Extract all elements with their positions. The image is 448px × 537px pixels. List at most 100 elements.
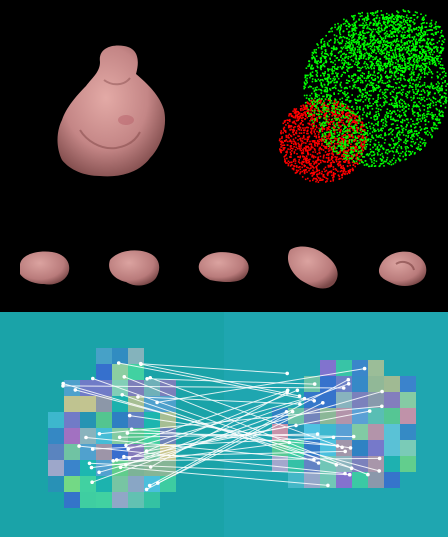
point-cloud-point	[408, 27, 411, 30]
point-cloud-point	[354, 120, 357, 123]
point-cloud-point	[445, 99, 447, 101]
point-cloud-point	[365, 22, 367, 24]
point-cloud-point	[343, 151, 345, 153]
point-cloud-point	[327, 107, 330, 110]
point-cloud-point	[305, 148, 307, 151]
point-cloud-point	[415, 79, 418, 81]
point-cloud-point	[345, 65, 348, 68]
point-cloud-point	[352, 54, 355, 57]
point-cloud-point	[398, 131, 401, 133]
point-cloud-point	[336, 101, 338, 103]
point-cloud-point	[403, 56, 405, 58]
point-cloud-point	[309, 180, 311, 182]
point-cloud-point	[372, 146, 374, 149]
point-cloud-point	[335, 108, 338, 110]
point-cloud-point	[372, 79, 374, 81]
point-cloud-point	[316, 61, 318, 63]
correspondence-line	[85, 437, 314, 461]
point-cloud-point	[289, 139, 292, 141]
point-cloud-point	[327, 153, 329, 155]
point-cloud-point	[379, 22, 381, 25]
point-cloud-point	[364, 136, 366, 139]
point-cloud-point	[302, 155, 304, 157]
point-cloud-point	[346, 79, 348, 81]
point-cloud-point	[346, 131, 349, 133]
correspondence-endpoint	[312, 399, 317, 403]
point-cloud-point	[357, 69, 359, 72]
point-cloud-point	[321, 72, 324, 74]
point-cloud-point	[379, 104, 381, 106]
point-cloud-point	[329, 88, 331, 90]
point-cloud-point	[359, 88, 361, 91]
point-cloud-point	[428, 25, 431, 28]
point-cloud-point	[331, 70, 334, 73]
point-cloud-point	[404, 146, 407, 148]
point-cloud-point	[320, 115, 322, 118]
point-cloud-point	[415, 93, 417, 95]
point-cloud-point	[374, 143, 377, 146]
point-cloud-point	[356, 46, 359, 48]
point-cloud-point	[340, 119, 343, 121]
point-cloud-point	[355, 150, 358, 153]
point-cloud-point	[426, 37, 429, 40]
point-cloud-point	[400, 40, 403, 42]
point-cloud-point	[415, 86, 417, 88]
point-cloud-point	[299, 114, 302, 117]
correspondence-endpoint	[290, 409, 295, 414]
point-cloud-point	[360, 154, 363, 157]
point-cloud-point	[398, 53, 401, 55]
point-cloud-point	[418, 108, 421, 111]
right-feature-cell	[352, 408, 368, 424]
point-cloud-point	[384, 118, 387, 120]
point-cloud-point	[425, 131, 427, 134]
point-cloud-point	[384, 43, 386, 46]
point-cloud-point	[345, 113, 347, 115]
point-cloud-point	[323, 100, 325, 102]
point-cloud-point	[313, 130, 315, 132]
point-cloud-point	[367, 72, 370, 75]
point-cloud-point	[388, 133, 391, 135]
point-cloud-point	[392, 104, 394, 107]
point-cloud-point	[383, 103, 386, 105]
point-cloud-point	[330, 142, 333, 144]
point-cloud-point	[394, 21, 397, 23]
point-cloud-point	[324, 71, 326, 73]
point-cloud-point	[386, 101, 388, 104]
point-cloud-point	[394, 100, 397, 103]
point-cloud-point	[353, 125, 355, 127]
point-cloud-point	[288, 137, 290, 139]
point-cloud-point	[441, 40, 444, 42]
point-cloud-point	[413, 63, 415, 66]
point-cloud-point	[308, 103, 311, 105]
point-cloud-point	[294, 122, 296, 125]
point-cloud-point	[352, 46, 354, 48]
point-cloud-point	[333, 124, 335, 127]
point-cloud-point	[401, 27, 403, 30]
point-cloud-point	[346, 173, 348, 175]
point-cloud-point	[372, 90, 375, 93]
point-cloud-point	[333, 140, 336, 142]
point-cloud-point	[327, 128, 329, 130]
point-cloud-point	[311, 155, 314, 157]
point-cloud-point	[371, 50, 374, 53]
point-cloud-point	[337, 134, 340, 137]
point-cloud-point	[344, 136, 347, 139]
point-cloud-point	[363, 24, 366, 27]
point-cloud-point	[306, 171, 308, 173]
point-cloud-point	[364, 65, 366, 68]
point-cloud-point	[351, 161, 354, 164]
point-cloud-point	[406, 36, 408, 39]
point-cloud-point	[317, 108, 320, 111]
point-cloud-point	[358, 70, 361, 72]
point-cloud-point	[374, 119, 376, 121]
point-cloud-point	[399, 77, 402, 79]
point-cloud-point	[428, 103, 430, 106]
point-cloud-point	[410, 71, 413, 73]
point-cloud-point	[332, 120, 335, 123]
point-cloud-point	[403, 141, 405, 144]
point-cloud-point	[281, 137, 283, 140]
point-cloud-point	[341, 176, 343, 179]
point-cloud-point	[333, 106, 335, 108]
point-cloud-point	[390, 74, 393, 77]
correspondence-line	[128, 398, 305, 450]
